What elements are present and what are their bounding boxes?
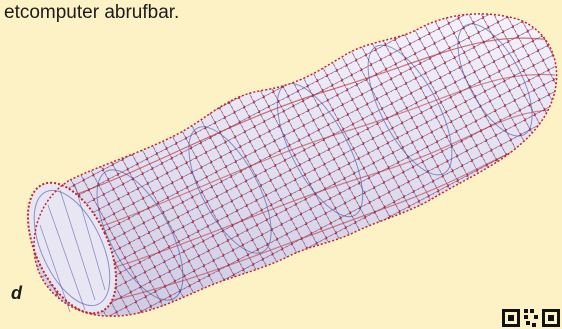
qr-code-icon bbox=[500, 307, 562, 329]
figure-label: d bbox=[11, 283, 22, 303]
caption-text: etcomputer abrufbar. bbox=[4, 2, 180, 23]
